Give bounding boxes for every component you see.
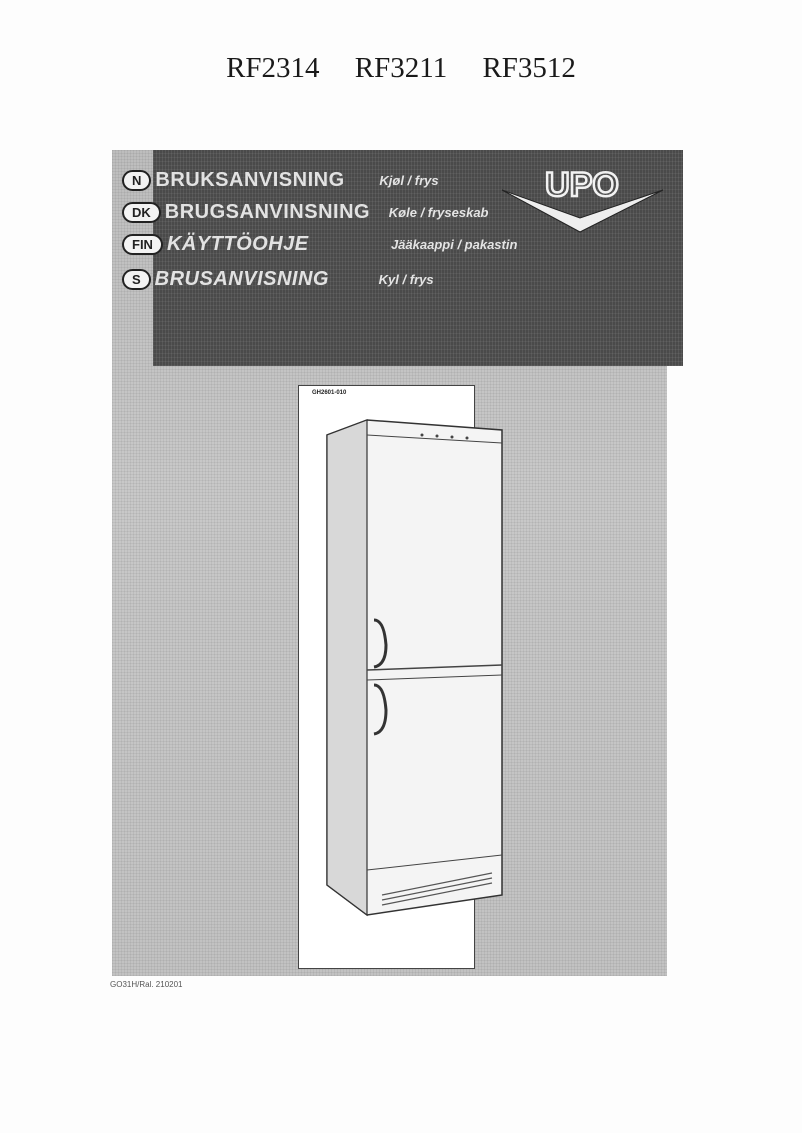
language-badge: DK: [122, 201, 161, 223]
footer-reference: GO31H/Ral. 210201: [110, 980, 183, 989]
language-title: BRUSANVISNING: [154, 267, 329, 290]
language-subtitle: Kyl / frys: [378, 271, 434, 287]
language-row-dk: DK BRUGSANVINSNING Køle / fryseskab: [122, 200, 489, 224]
language-subtitle: Kjøl / frys: [379, 172, 439, 188]
language-row-fin: FIN KÄYTTÖOHJE Jääkaappi / pakastin: [122, 232, 517, 256]
language-badge: FIN: [122, 233, 163, 255]
fridge-freezer-illustration-icon: [326, 419, 503, 917]
upo-logo-icon: UPO: [501, 165, 664, 233]
model-2: RF3211: [354, 52, 448, 84]
svg-text:UPO: UPO: [545, 166, 619, 204]
title-panel: [153, 150, 683, 366]
language-title: BRUKSANVISNING: [155, 168, 345, 191]
illustration-ref: GH2601-010: [312, 390, 347, 396]
model-numbers: RF2314 RF3211 RF3512: [0, 52, 802, 85]
language-subtitle: Jääkaappi / pakastin: [390, 236, 518, 252]
language-badge: N: [122, 169, 152, 191]
language-row-s: S BRUSANVISNING Kyl / frys: [122, 267, 434, 291]
language-title: BRUGSANVINSNING: [164, 200, 371, 223]
language-badge: S: [122, 268, 151, 290]
language-subtitle: Køle / fryseskab: [388, 204, 489, 220]
model-1: RF2314: [226, 52, 320, 84]
model-3: RF3512: [482, 52, 576, 84]
language-title: KÄYTTÖOHJE: [166, 232, 309, 255]
language-row-n: N BRUKSANVISNING Kjøl / frys: [122, 168, 439, 192]
